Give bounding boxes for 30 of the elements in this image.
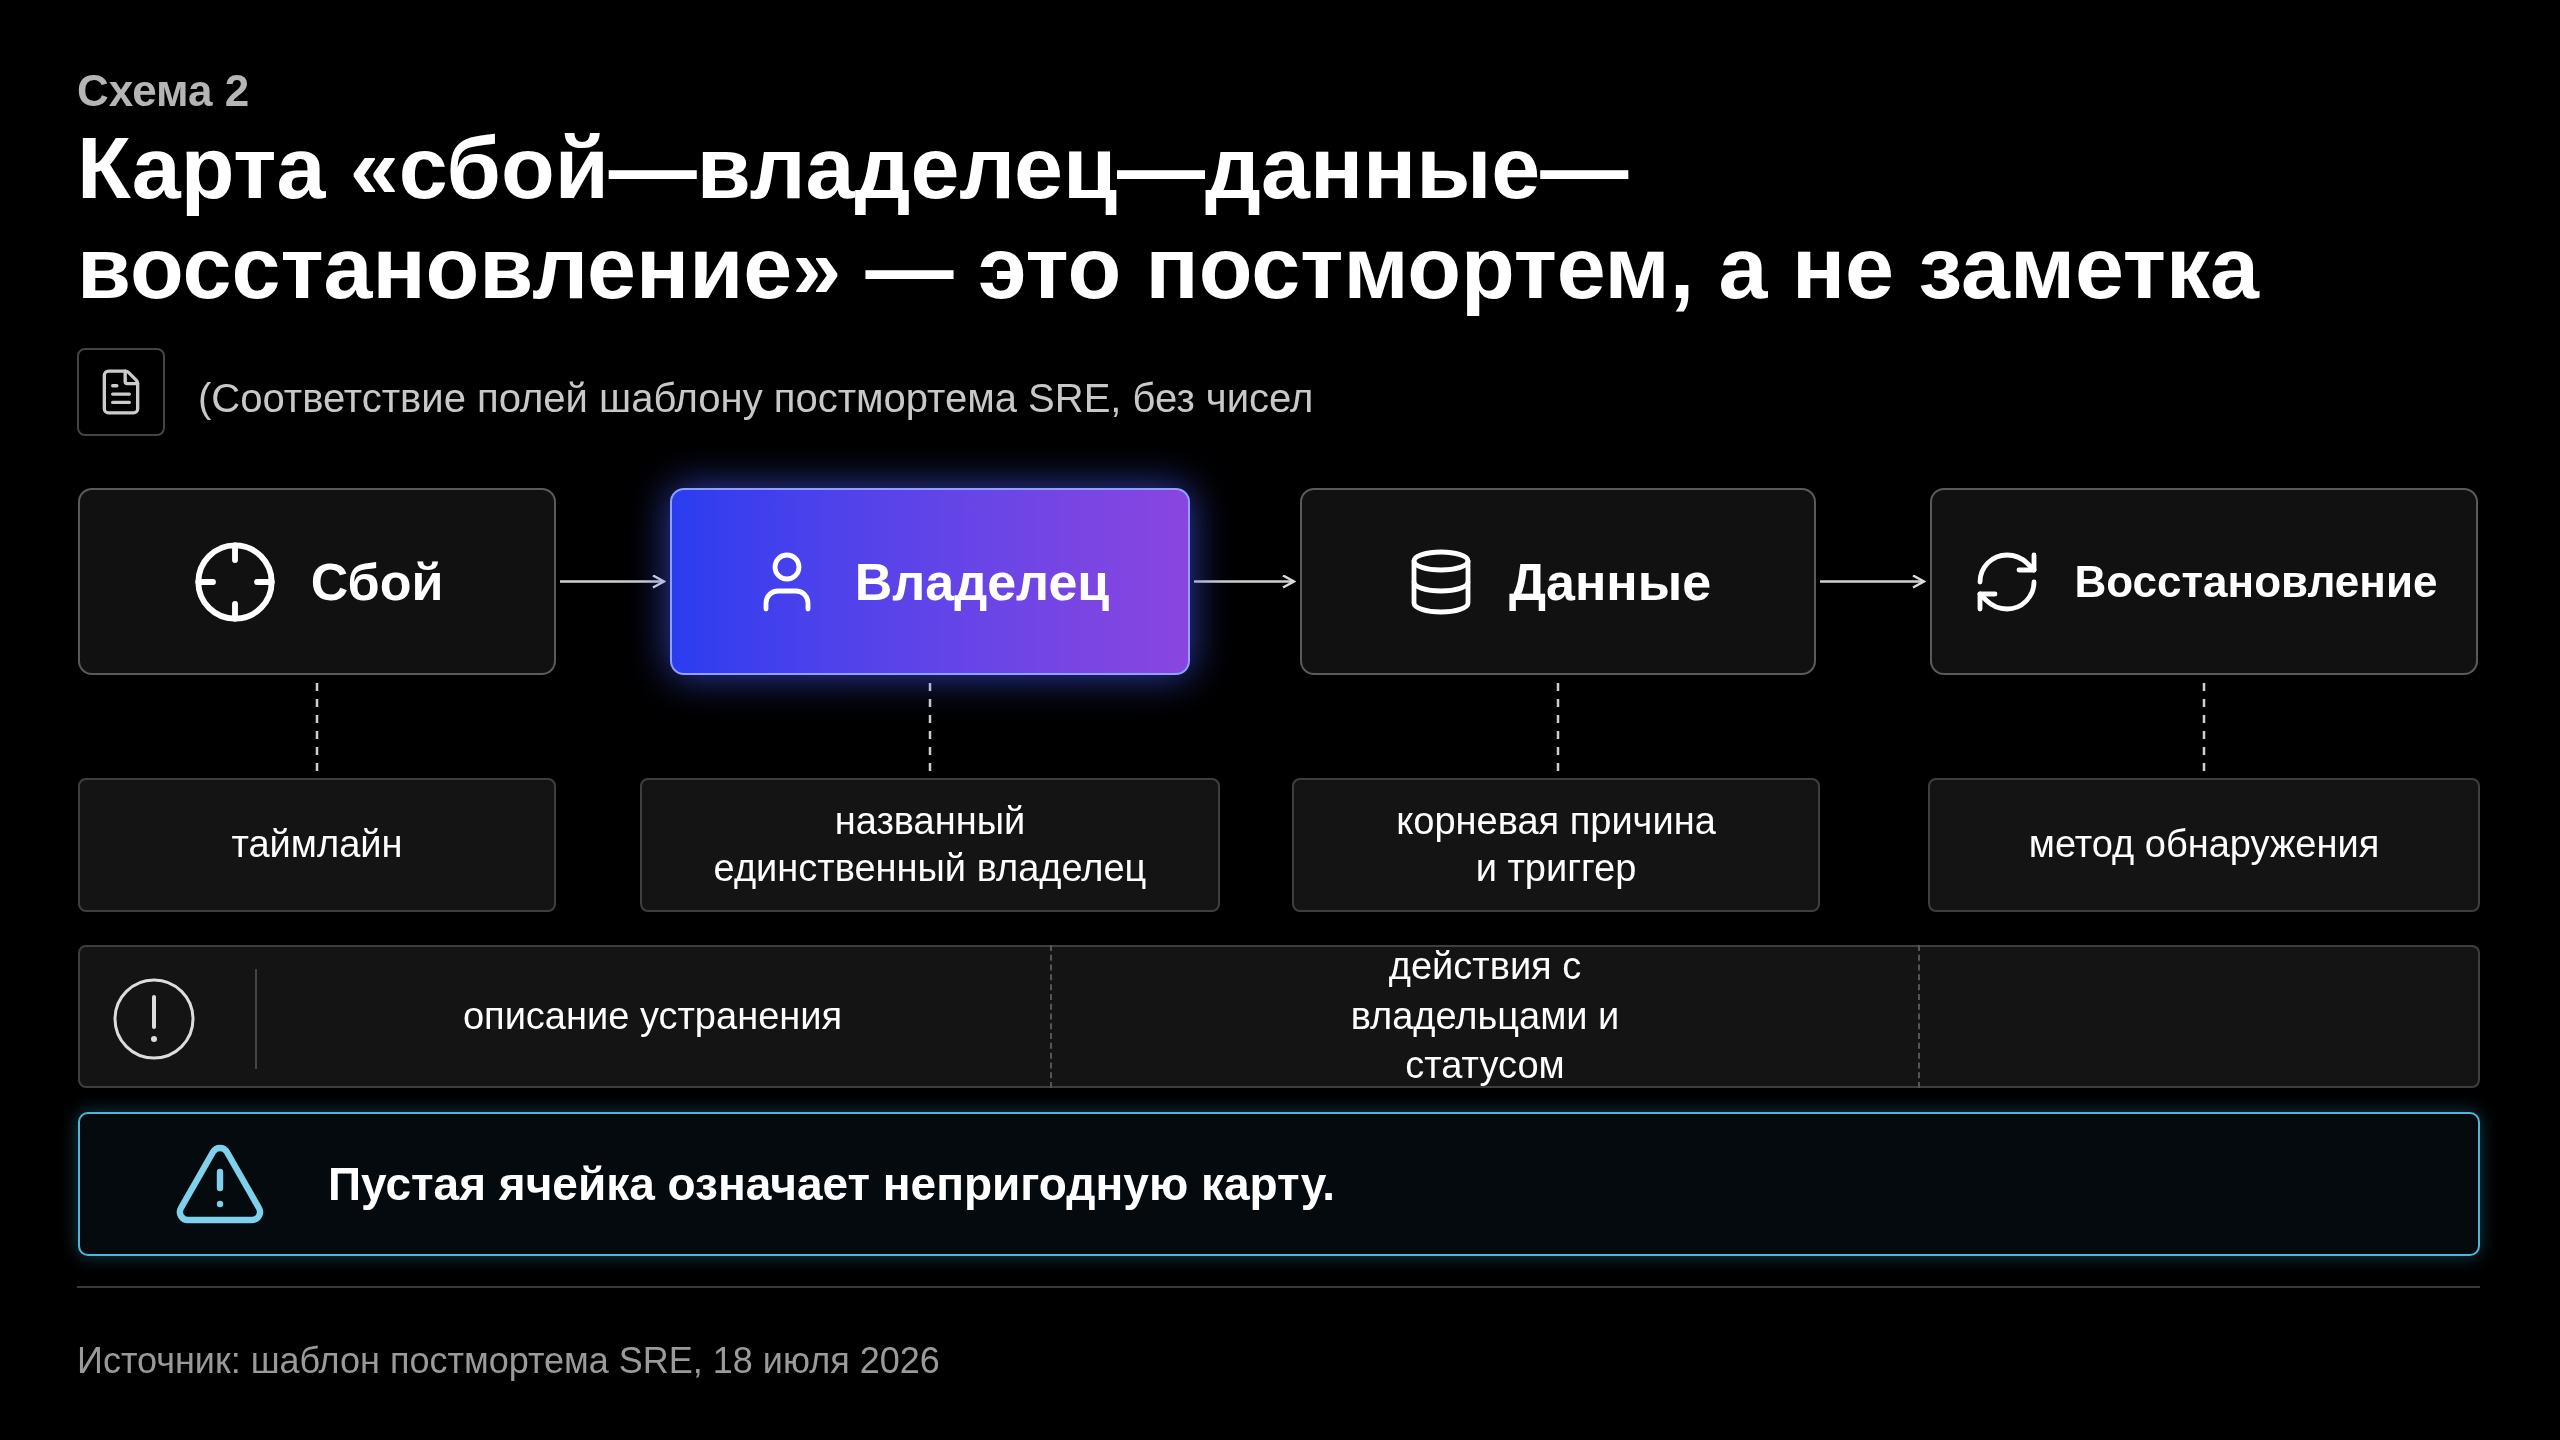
field-label: названный единственный владелец	[712, 798, 1148, 891]
arrow	[560, 574, 666, 589]
field-label: таймлайн	[231, 822, 403, 868]
field-box	[78, 778, 556, 912]
warning-box	[78, 1112, 2480, 1256]
field-box	[640, 778, 1220, 912]
highlighted-step-box	[670, 488, 1190, 675]
step-title: Восстановление	[2074, 559, 2438, 604]
field-label: метод обнаружения	[2028, 822, 2380, 868]
step-title: Сбой	[310, 555, 444, 608]
field-box	[1928, 778, 2480, 912]
subtitle: (Соответствие полей шаблону постмортема SRE, без чисел	[198, 376, 1314, 420]
step-box	[78, 488, 556, 675]
step-box	[1930, 488, 2478, 675]
arrow	[1820, 574, 1926, 589]
dashed-connector	[315, 683, 319, 774]
field-label: описание устранения	[462, 993, 843, 1039]
step-box	[1300, 488, 1816, 675]
field-label: корневая причина и триггер	[1396, 798, 1716, 891]
field-bar	[78, 945, 2480, 1088]
warning-text: Пустая ячейка означает непригодную карту.	[328, 1156, 1336, 1212]
dashed-connector	[1556, 683, 1560, 774]
field-label: действия с владельцами и статусом	[1349, 944, 1621, 1089]
dashed-connector	[928, 683, 932, 774]
dashed-connector	[2202, 683, 2206, 774]
source-note: Источник: шаблон постмортема SRE, 18 июля 2026	[77, 1340, 940, 1381]
arrow	[1194, 574, 1296, 589]
field-box	[1292, 778, 1820, 912]
section-label: Схема 2	[77, 66, 250, 115]
title: Карта «сбой—владелец—данные—восстановление» — это постмортем, а не заметка	[77, 118, 2261, 319]
